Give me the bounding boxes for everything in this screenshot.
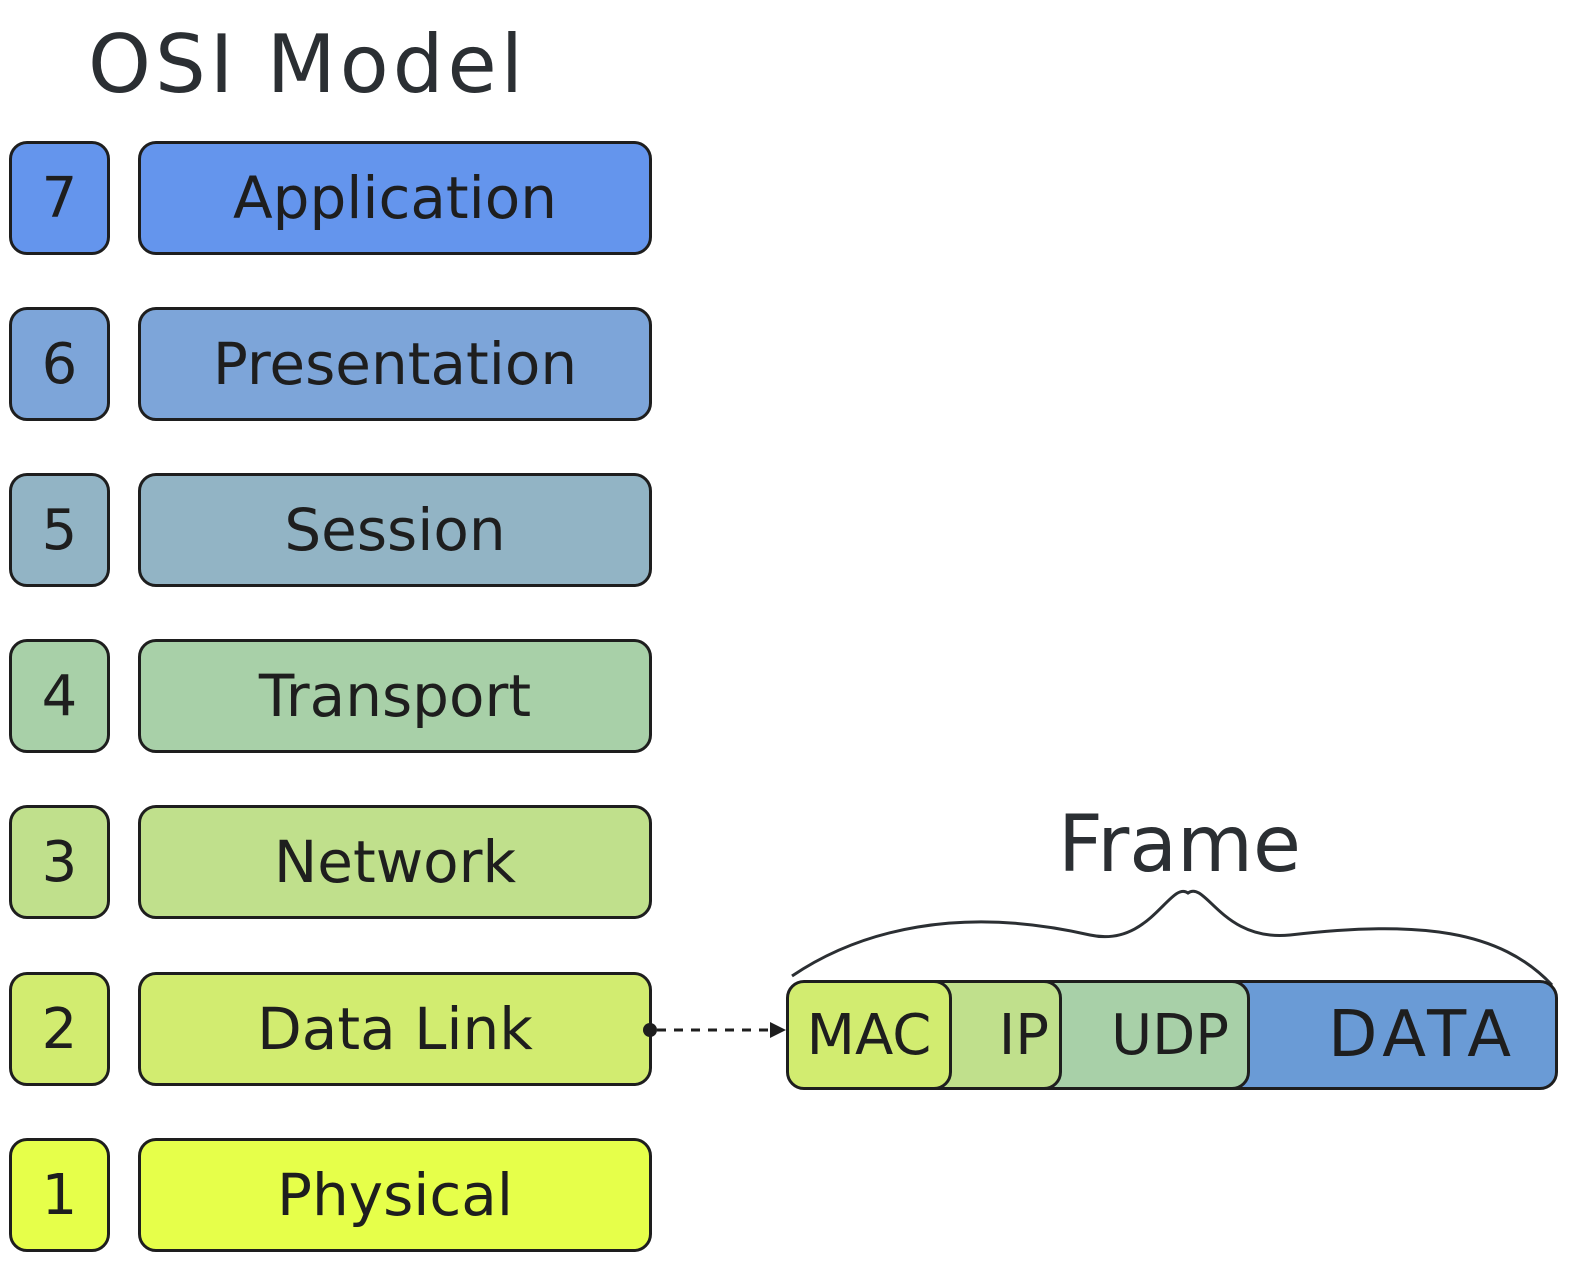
layer-2-data-link: Data Link (138, 972, 652, 1086)
connector-arrowhead (770, 1022, 786, 1038)
layer-7-number: 7 (9, 141, 110, 255)
frame-label: Frame (1058, 800, 1302, 890)
layer-5-session: Session (138, 473, 652, 587)
layer-3-number: 3 (9, 805, 110, 919)
layer-2-number: 2 (9, 972, 110, 1086)
layer-5-number: 5 (9, 473, 110, 587)
layer-6-presentation: Presentation (138, 307, 652, 421)
layer-4-number: 4 (9, 639, 110, 753)
frame-segment-mac: MAC (786, 980, 952, 1090)
layer-3-network: Network (138, 805, 652, 919)
connector-start-dot (643, 1023, 657, 1037)
frame-brace (791, 889, 1554, 987)
layer-7-application: Application (138, 141, 652, 255)
diagram-title: OSI Model (88, 18, 527, 111)
layer-6-number: 6 (9, 307, 110, 421)
layer-1-physical: Physical (138, 1138, 652, 1252)
layer-4-transport: Transport (138, 639, 652, 753)
layer-1-number: 1 (9, 1138, 110, 1252)
